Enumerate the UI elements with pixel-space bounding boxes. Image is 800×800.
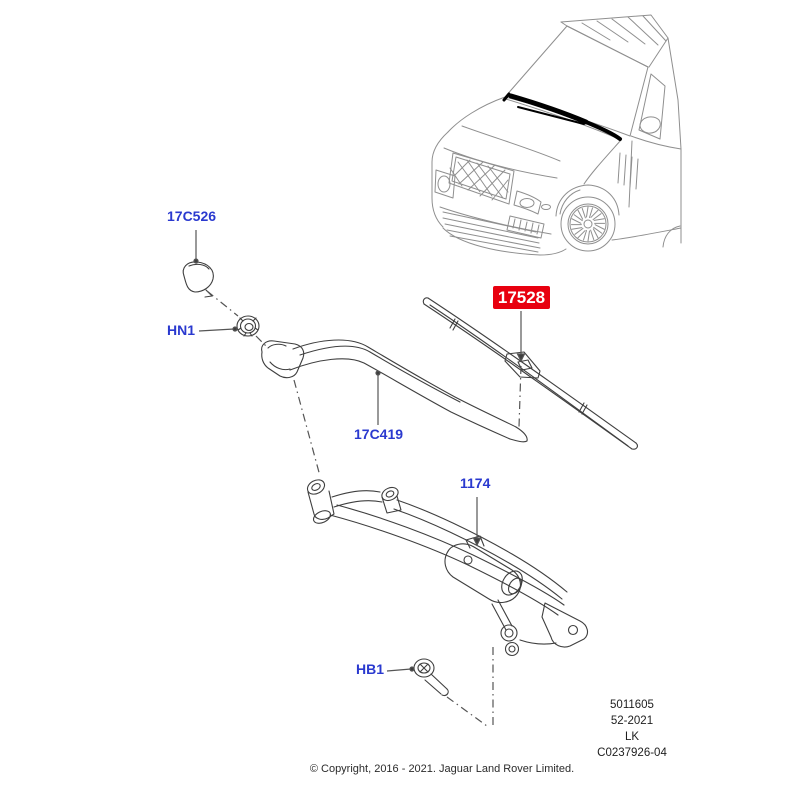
- wheel-spokes: [570, 206, 606, 242]
- wiper-linkage-drawing: [306, 479, 589, 657]
- wiper-arm-drawing: [261, 339, 528, 443]
- part-label-wiper-blade-highlighted[interactable]: 17528: [493, 286, 550, 309]
- leader-lines: [193, 230, 526, 672]
- mounting-bolt-drawing: [413, 658, 449, 696]
- alignment-dash-lines: [206, 290, 522, 728]
- reference-drawing-id: C0237926-04: [597, 747, 667, 759]
- drawing-reference-block: 5011605 52-2021 LK C0237926-04: [580, 697, 684, 761]
- vehicle-illustration: [431, 14, 682, 256]
- copyright-notice: © Copyright, 2016 - 2021. Jaguar Land Ro…: [309, 763, 575, 775]
- part-label-pivot-cap[interactable]: 17C526: [167, 208, 217, 224]
- reference-week-year: 52-2021: [610, 715, 654, 727]
- reference-number: 5011605: [610, 699, 654, 711]
- part-label-mounting-bolt[interactable]: HB1: [356, 661, 385, 677]
- part-label-wiper-arm[interactable]: 17C419: [354, 426, 404, 442]
- reference-code: LK: [624, 731, 640, 743]
- highlighted-wipers-on-vehicle: [502, 92, 622, 141]
- part-label-pivot-nut[interactable]: HN1: [167, 322, 196, 338]
- pivot-nut-drawing: [236, 315, 260, 337]
- part-label-linkage[interactable]: 1174: [460, 475, 491, 491]
- wiper-blade-drawing: [422, 297, 638, 450]
